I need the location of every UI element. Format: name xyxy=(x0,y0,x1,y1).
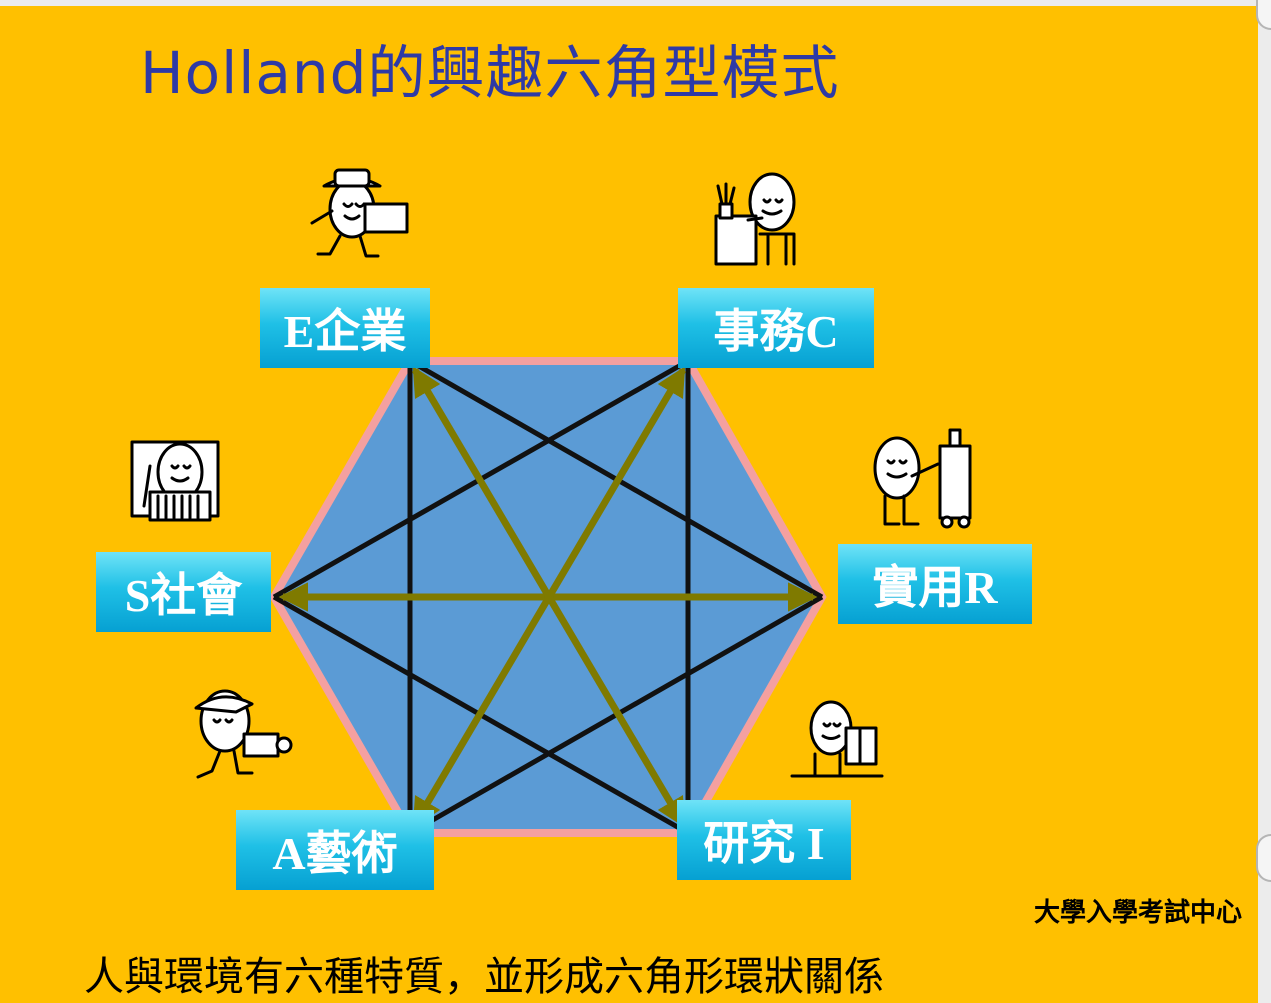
source-credit: 大學入學考試中心 xyxy=(1033,898,1242,928)
teacher-figure-icon xyxy=(130,440,220,522)
edge-tab-bottom xyxy=(1256,834,1271,882)
opposite-arrows xyxy=(278,366,818,828)
label-enterprising: E企業 xyxy=(260,288,430,368)
explorer-figure-icon xyxy=(310,168,409,258)
arrow-c-a xyxy=(411,366,687,828)
hexagon-diagram xyxy=(130,168,972,837)
edge-tab-top xyxy=(1256,0,1271,30)
label-realistic: 實用R xyxy=(838,544,1032,624)
label-social: S社會 xyxy=(96,552,271,632)
label-investigative: 研究 I xyxy=(677,800,851,880)
photographer-figure-icon xyxy=(194,689,293,779)
slide-title: Holland的興趣六角型模式 xyxy=(140,39,840,107)
slide-caption: 人與環境有六種特質，並形成六角形環狀關係 xyxy=(84,954,884,1000)
slide: Holland的興趣六角型模式 xyxy=(0,6,1258,1003)
machine-operator-figure-icon xyxy=(873,428,972,529)
label-conventional: 事務C xyxy=(678,288,874,368)
label-artistic: A藝術 xyxy=(236,810,434,890)
desk-worker-figure-icon xyxy=(714,172,796,266)
reader-figure-icon xyxy=(790,700,884,778)
